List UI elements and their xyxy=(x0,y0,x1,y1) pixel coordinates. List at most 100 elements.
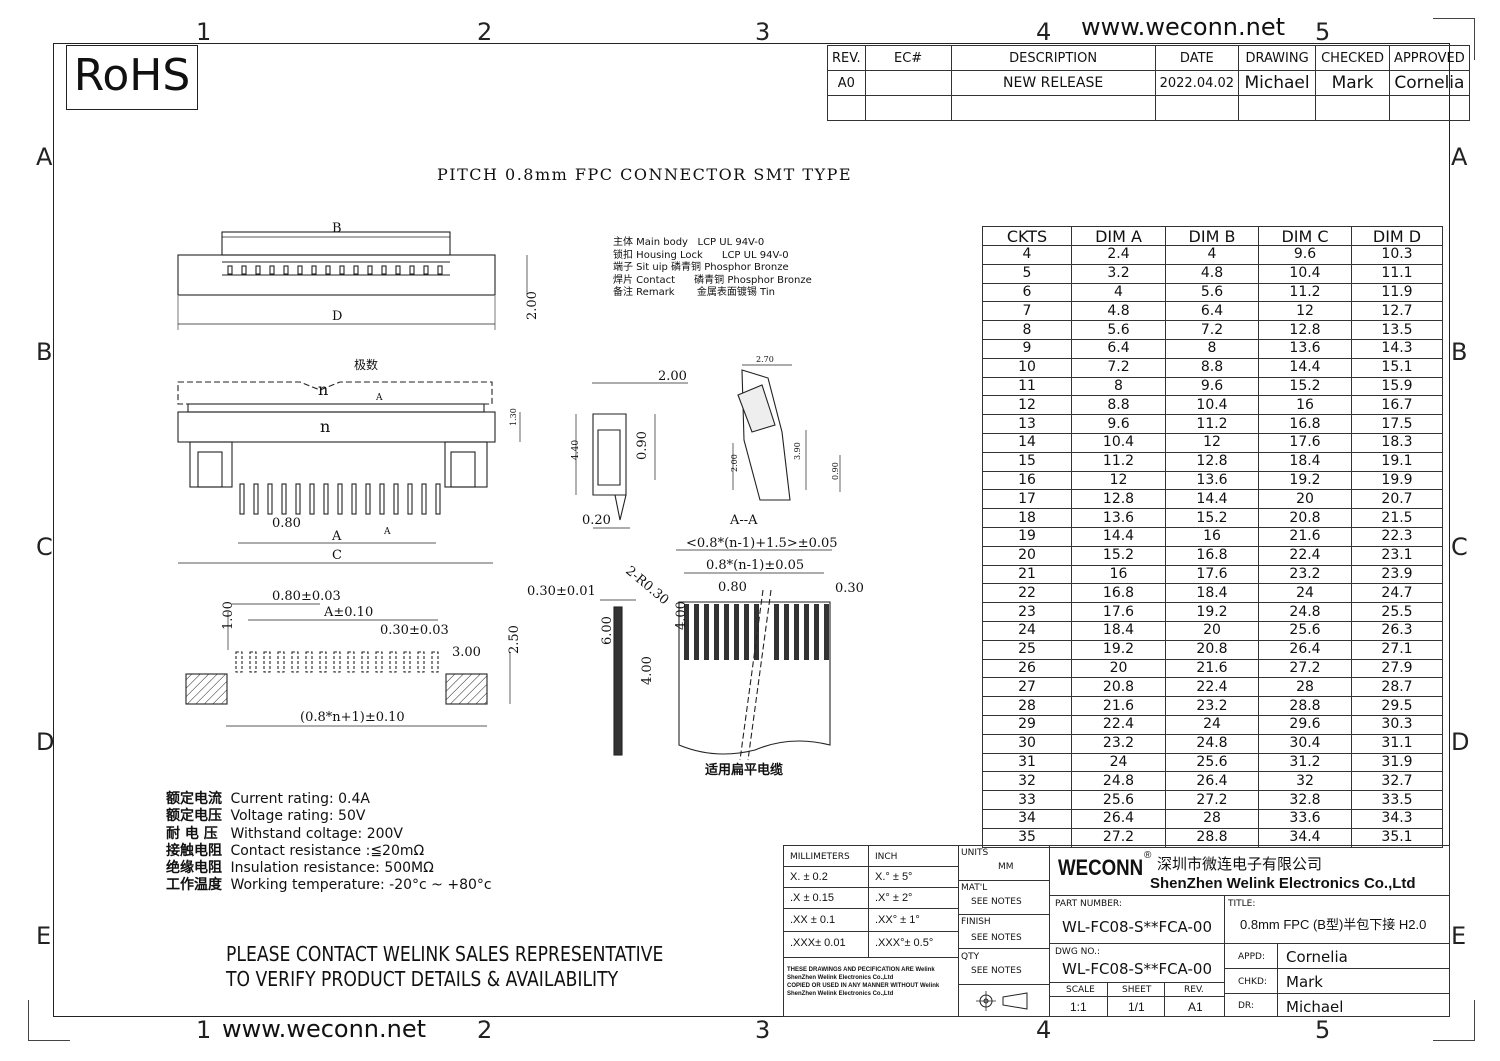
dim-c-cell: 26.4 xyxy=(1258,639,1352,660)
zone-bottom-1: 1 xyxy=(196,1016,212,1044)
label-2-00b: 2.00 xyxy=(730,454,739,472)
dim-a-cell: 25.6 xyxy=(1071,790,1166,810)
dim-c-cell: 20.8 xyxy=(1258,508,1352,528)
label-3-90: 3.90 xyxy=(793,442,802,460)
label-fpc-radius: 2-R0.30 xyxy=(622,564,671,609)
dim-d-cell: 27.9 xyxy=(1351,658,1443,679)
front-view-right-pad xyxy=(450,451,476,488)
website-top[interactable]: www.weconn.net xyxy=(1081,13,1286,41)
ckts-cell: 15 xyxy=(982,451,1072,472)
dim-b-cell: 23.2 xyxy=(1165,696,1259,716)
dim-b-cell: 10.4 xyxy=(1165,395,1259,416)
label-pad-pitch: 0.80±0.03 xyxy=(272,589,341,604)
dim-b-cell: 16.8 xyxy=(1165,545,1259,566)
company-block xyxy=(1049,845,1450,1017)
company-divider xyxy=(1277,943,1278,1017)
dim-b-cell: 28.8 xyxy=(1165,827,1259,848)
dim-a-cell: 24.8 xyxy=(1071,771,1166,792)
ckts-cell: 33 xyxy=(982,790,1072,810)
dim-d-cell: 19.9 xyxy=(1351,470,1443,491)
zone-right-B: B xyxy=(1451,338,1468,366)
scale-value: 1:1 xyxy=(1070,1000,1087,1014)
scale-label: SCALE xyxy=(1066,985,1095,995)
ckts-cell: 11 xyxy=(982,376,1072,397)
label-pad-2-50: 2.50 xyxy=(507,625,522,654)
label-fpc-6-00: 6.00 xyxy=(600,616,615,645)
label-0-20: 0.20 xyxy=(582,513,611,528)
label-0-80: 0.80 xyxy=(272,516,301,531)
rating-en: Contact resistance :≦20mΩ xyxy=(230,842,425,859)
dim-c-cell: 16.8 xyxy=(1258,414,1352,434)
dim-c-cell: 20 xyxy=(1258,489,1352,510)
dim-a-cell: 12 xyxy=(1071,470,1166,491)
dim-b-cell: 6.4 xyxy=(1165,301,1259,322)
dim-d-cell: 11.9 xyxy=(1351,282,1443,303)
label-fpc-outer: <0.8*(n-1)+1.5>±0.05 xyxy=(686,536,838,551)
dim-d-cell: 14.3 xyxy=(1351,338,1443,359)
zone-top-4: 4 xyxy=(1036,18,1052,46)
dim-c-cell: 14.4 xyxy=(1258,357,1352,378)
top-view-cover xyxy=(221,231,451,256)
revision-row: A0 NEW RELEASE 2022.04.02 Michael Mark C… xyxy=(827,70,1470,96)
ckts-cell: 12 xyxy=(982,395,1072,416)
tol-rule xyxy=(783,887,959,888)
qty-value: SEE NOTES xyxy=(971,966,1022,976)
drawing-value: Michael xyxy=(1238,70,1317,96)
dim-a-header: DIM A xyxy=(1071,226,1166,246)
dim-b-cell: 5.6 xyxy=(1165,282,1259,303)
company-divider xyxy=(1164,982,1165,1017)
fpc-outline xyxy=(678,601,831,755)
dim-c-cell: 25.6 xyxy=(1258,620,1352,641)
dim-c-cell: 18.4 xyxy=(1258,451,1352,472)
contact-note: PLEASE CONTACT WELINK SALES REPRESENTATI… xyxy=(226,942,663,992)
label-fpc-4-00: 4.00 xyxy=(640,656,655,685)
ckts-cell: 28 xyxy=(982,696,1072,716)
rating-en: Current rating: 0.4A xyxy=(230,791,370,807)
rating-en: Voltage rating: 50V xyxy=(230,808,366,825)
dim-a-cell: 13.6 xyxy=(1071,508,1166,528)
tol-rule xyxy=(783,866,959,867)
dim-b-cell: 15.2 xyxy=(1165,508,1259,528)
rating-row: 耐 电 压 Withstand coltage: 200V xyxy=(166,826,492,843)
checked-value: Mark xyxy=(1315,70,1391,96)
rating-cn: 绝缘电阻 xyxy=(166,860,222,877)
rev-value: A1 xyxy=(1188,1000,1203,1014)
dim-c-cell: 10.4 xyxy=(1258,263,1352,284)
tol-mm-header: MILLIMETERS xyxy=(790,852,850,862)
notes-rule xyxy=(958,880,1050,881)
dim-b-cell: 19.2 xyxy=(1165,602,1259,622)
tol-inch-row: .XX° ± 1° xyxy=(875,914,920,926)
dim-c-cell: 31.2 xyxy=(1258,752,1352,773)
dim-a-cell: 24 xyxy=(1071,752,1166,773)
dim-b-cell: 8.8 xyxy=(1165,357,1259,378)
tol-mm-row: .XXX± 0.01 xyxy=(790,937,846,949)
dim-a-cell: 14.4 xyxy=(1071,526,1166,547)
drawing-header: DRAWING xyxy=(1238,45,1317,71)
dim-d-cell: 34.3 xyxy=(1351,808,1443,829)
rating-cn: 耐 电 压 xyxy=(166,825,218,842)
dim-d-cell: 20.7 xyxy=(1351,489,1443,510)
dim-b-cell: 18.4 xyxy=(1165,583,1259,604)
rating-en: Withstand coltage: 200V xyxy=(230,825,403,842)
ckts-cell: 8 xyxy=(982,320,1072,340)
rating-row: 额定电流 Current rating: 0.4A xyxy=(166,791,492,808)
dim-a-cell: 26.4 xyxy=(1071,808,1166,829)
disclaimer-line: ShenZhen Welink Electronics Co.,Ltd xyxy=(787,975,894,981)
company-rule xyxy=(1049,895,1450,896)
label-fpc-thickness: 0.30±0.01 xyxy=(527,584,596,599)
website-bottom[interactable]: www.weconn.net xyxy=(222,1015,427,1043)
dim-a-cell: 7.2 xyxy=(1071,357,1166,378)
dimension-header-row: CKTS DIM A DIM B DIM C DIM D xyxy=(982,226,1443,246)
dim-c-cell: 23.2 xyxy=(1258,564,1352,585)
dim-b-cell: 9.6 xyxy=(1165,376,1259,397)
label-pad-a: A±0.10 xyxy=(323,605,373,620)
rating-en: Insulation resistance: 500MΩ xyxy=(230,860,434,877)
label-pad-3-00: 3.00 xyxy=(452,645,481,660)
dim-d-cell: 18.3 xyxy=(1351,432,1443,453)
finish-label: FINISH xyxy=(961,917,991,927)
